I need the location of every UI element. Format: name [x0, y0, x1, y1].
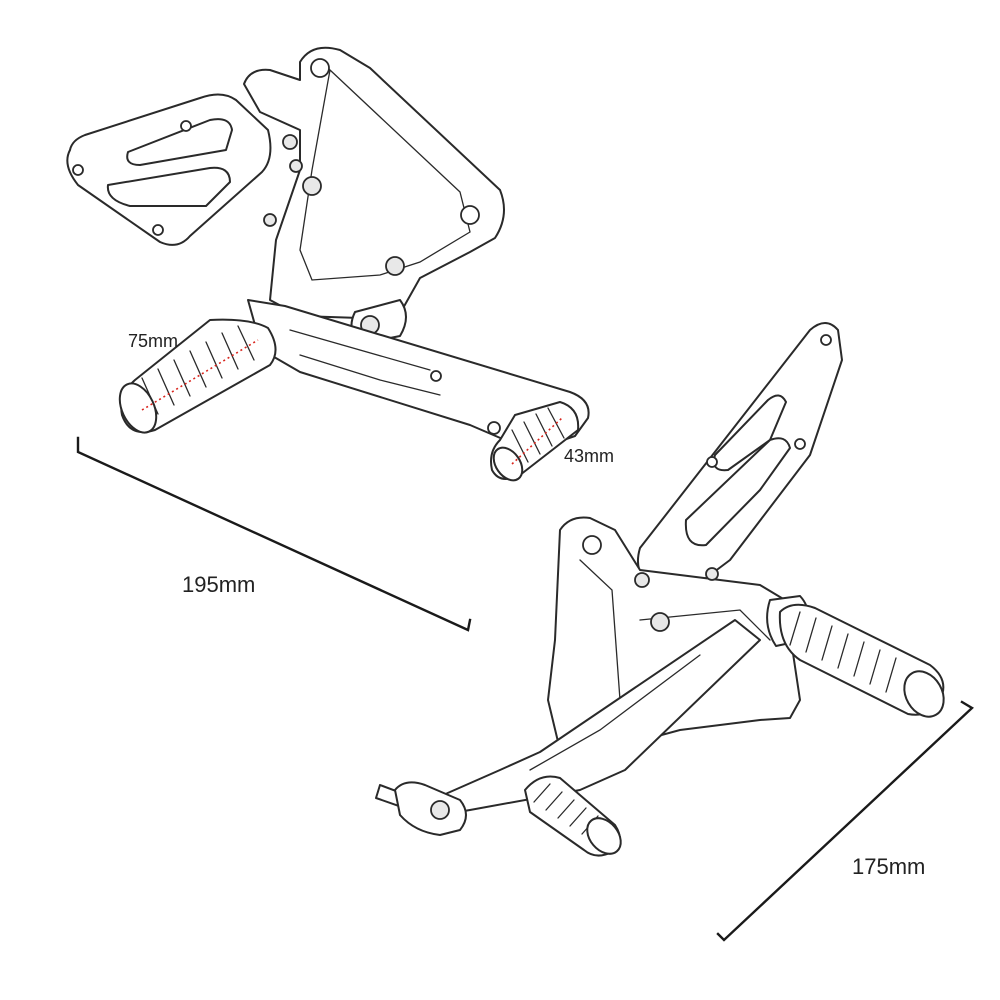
brake-peg-ribs	[511, 407, 565, 463]
mount-hole	[794, 438, 806, 450]
shift-arm-slot	[529, 654, 701, 771]
brake-peg-end-cap	[492, 446, 524, 482]
width-dimension-line	[76, 436, 472, 632]
width-dimension-label: 195mm	[182, 572, 255, 597]
hex-bolt	[634, 572, 650, 588]
peg-length-label: 75mm	[128, 331, 178, 351]
shift-peg-end-cap	[586, 817, 622, 855]
foot-peg-end-cap	[903, 670, 945, 718]
rearset-right-assembly	[375, 322, 945, 857]
rearset-left-assembly	[66, 46, 590, 482]
heel-guard-slot-lower	[106, 166, 231, 207]
mount-hole	[152, 224, 164, 236]
mount-hole	[72, 164, 84, 176]
mount-hole	[582, 535, 602, 555]
hex-bolt	[385, 256, 405, 276]
mount-hole	[706, 456, 718, 468]
peg-diameter-label: 43mm	[564, 446, 614, 466]
hex-bolt	[289, 159, 303, 173]
heel-guard-plate	[66, 93, 272, 246]
hex-bolt	[282, 134, 298, 150]
brake-lever-arm	[247, 299, 590, 449]
bracket-contour	[299, 68, 471, 281]
hex-bolt	[263, 213, 277, 227]
foot-peg-end-cap	[118, 382, 158, 434]
height-dimension-label: 175mm	[852, 854, 925, 879]
lever-hole	[487, 421, 501, 435]
foot-peg-ribs	[789, 611, 897, 693]
mount-hole	[820, 334, 832, 346]
mount-hole	[310, 58, 330, 78]
hex-bolt	[705, 567, 719, 581]
rod-end-bolt	[430, 800, 450, 820]
mount-hole	[460, 205, 480, 225]
mount-hole	[180, 120, 192, 132]
height-dimension-line	[716, 700, 974, 942]
hex-bolt	[302, 176, 322, 196]
heel-guard-slot-upper	[126, 118, 233, 166]
shift-peg-ribs	[533, 783, 599, 835]
lever-hole	[430, 370, 442, 382]
peg-diameter-marker	[511, 417, 563, 465]
lever-arm-slot	[289, 329, 441, 396]
main-bracket	[243, 46, 505, 319]
heel-guard-slot-lower	[684, 437, 791, 547]
hex-bolt	[650, 612, 670, 632]
